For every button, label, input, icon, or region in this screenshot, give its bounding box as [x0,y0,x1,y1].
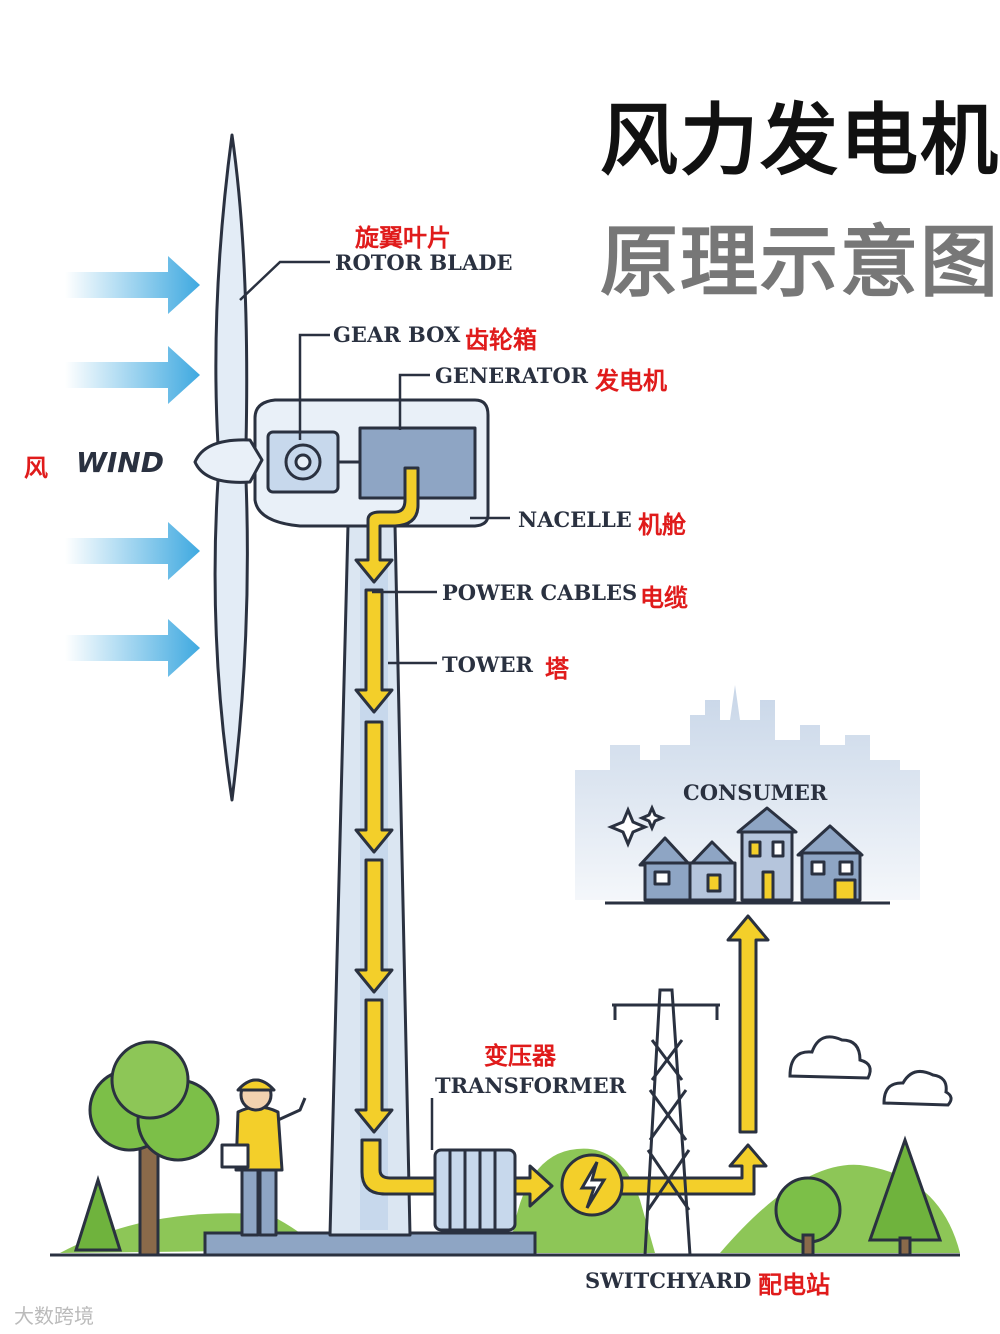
sparkle-icons [607,804,666,848]
title-line-2: 原理示意图 [600,218,1000,308]
gear-box-label-en: GEAR BOX [333,322,461,347]
clouds [788,1035,953,1107]
rotor-blade-label-cn: 旋翼叶片 [355,224,451,252]
wind-label-en: WIND [76,446,164,479]
watermark: 大数跨境 [14,1304,94,1328]
rotor [193,133,264,802]
nacelle-label-en: NACELLE [518,507,632,532]
wind-arrow-4 [65,619,200,677]
nacelle [253,398,490,528]
consumer-label: CONSUMER [683,780,828,805]
title-line-1: 风力发电机 [600,96,1000,186]
transformer-label-cn: 变压器 [484,1042,556,1070]
switch-bolt-icon [560,1153,624,1217]
rotor-blade-label-en: ROTOR BLADE [335,250,513,275]
wind-label-cn: 风 [24,454,48,482]
wind-arrows [65,256,200,677]
leader-lines [239,260,510,1150]
switchyard-label-en: SWITCHYARD [585,1268,752,1293]
trees [73,1040,943,1257]
pylon [612,988,720,1256]
transformer-graphic [433,1148,517,1232]
worker-figure [220,1078,307,1237]
tower-label-cn: 塔 [545,655,569,683]
generator-label-en: GENERATOR [435,363,589,388]
power-cables-label-cn: 电缆 [640,584,688,612]
wind-arrow-3 [65,522,200,580]
wind-arrow-2 [65,346,200,404]
nacelle-label-cn: 机舱 [638,511,686,539]
switchyard-label-cn: 配电站 [758,1271,830,1299]
transformer-label-en: TRANSFORMER [435,1073,627,1098]
houses [605,806,890,905]
wind-arrow-1 [65,256,200,314]
power-cables-label-en: POWER CABLES [442,580,638,605]
gear-box-label-cn: 齿轮箱 [465,326,537,354]
generator-label-cn: 发电机 [595,367,667,395]
tower-label-en: TOWER [442,652,533,677]
